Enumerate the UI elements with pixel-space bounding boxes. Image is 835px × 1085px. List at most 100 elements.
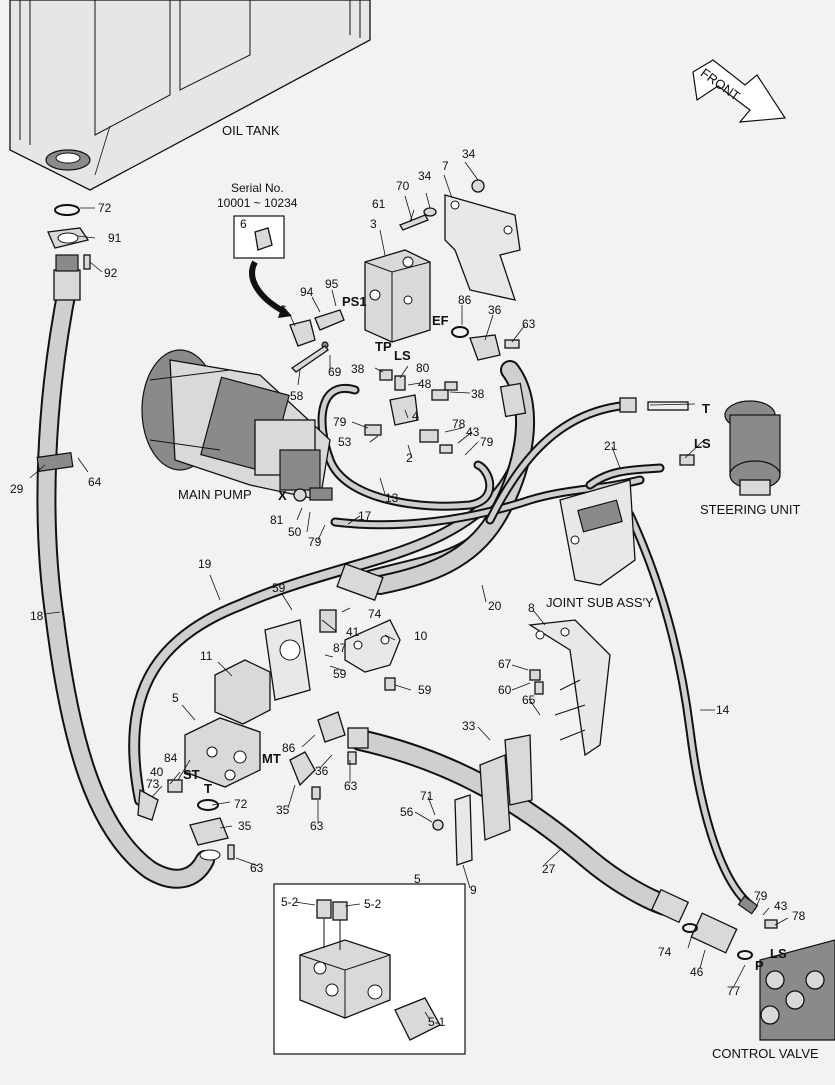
clamp-33 <box>432 734 533 866</box>
callout: 38 <box>471 387 485 401</box>
callout: 34 <box>418 169 432 183</box>
serial-range: 10001 ~ 10234 <box>217 196 298 210</box>
callout: 77 <box>727 984 741 998</box>
callout: 67 <box>498 657 512 671</box>
callout: 60 <box>498 683 512 697</box>
callout: 10 <box>414 629 428 643</box>
callout: 59 <box>333 667 347 681</box>
callout: 84 <box>164 751 178 765</box>
callout: 79 <box>308 535 322 549</box>
port-label: X <box>278 488 287 503</box>
callout: 80 <box>416 361 430 375</box>
hose-13 <box>317 383 495 511</box>
callout: 63 <box>250 861 264 875</box>
callout: 5-2 <box>281 895 299 909</box>
serial-title: Serial No. <box>231 181 284 195</box>
callout: 27 <box>542 862 556 876</box>
callouts: 72 91 92 29 64 18 34 70 34 7 3 61 94 95 … <box>10 147 806 1029</box>
callout: 46 <box>690 965 704 979</box>
block-5 <box>184 717 261 788</box>
port-label: EF <box>432 313 449 328</box>
label-oil-tank: OIL TANK <box>222 123 280 138</box>
callout: 78 <box>792 909 806 923</box>
callout: 29 <box>10 482 24 496</box>
callout: 5 <box>172 691 179 705</box>
callout: 41 <box>346 625 360 639</box>
callout: 9 <box>470 883 477 897</box>
callout: 2 <box>406 451 413 465</box>
callout: 53 <box>338 435 352 449</box>
callout: 3 <box>370 217 377 231</box>
callout: 72 <box>234 797 248 811</box>
detail-title: 5 <box>414 872 421 886</box>
callout: 92 <box>104 266 118 280</box>
callout: 71 <box>420 789 434 803</box>
callout: 74 <box>658 945 672 959</box>
callout: 13 <box>385 491 399 505</box>
front-arrow <box>692 59 787 123</box>
callout: 40 <box>150 765 164 779</box>
hose-17 <box>330 475 645 530</box>
callout: 91 <box>108 231 122 245</box>
block-11 <box>214 619 311 725</box>
port-label: MT <box>262 751 281 766</box>
hose-21 <box>485 400 665 525</box>
callout: 86 <box>458 293 472 307</box>
callout: 43 <box>774 899 788 913</box>
callout: 81 <box>270 513 284 527</box>
hose-14 <box>625 510 759 915</box>
callout: 79 <box>754 889 768 903</box>
callout: 70 <box>396 179 410 193</box>
callout: 61 <box>372 197 386 211</box>
callout: 18 <box>30 609 44 623</box>
port-label: TP <box>375 339 392 354</box>
callout: 63 <box>522 317 536 331</box>
callout: 56 <box>400 805 414 819</box>
callout: 8 <box>528 601 535 615</box>
callout: 19 <box>198 557 212 571</box>
joint-sub-assy <box>559 479 636 586</box>
bracket-7 <box>399 179 521 301</box>
callout: 69 <box>328 365 342 379</box>
callout: 21 <box>604 439 618 453</box>
callout: 38 <box>351 362 365 376</box>
port-label: LS <box>694 436 711 451</box>
label-control-valve: CONTROL VALVE <box>712 1046 819 1061</box>
callout: 5-2 <box>364 897 382 911</box>
callout: 59 <box>418 683 432 697</box>
fittings-upper <box>289 309 520 454</box>
label-steering-unit: STEERING UNIT <box>700 502 800 517</box>
callout: 11 <box>200 649 213 663</box>
callout: 14 <box>716 703 730 717</box>
leader-lines <box>29 125 789 1021</box>
port-label: T <box>204 781 212 796</box>
callout: 64 <box>88 475 102 489</box>
callout: 72 <box>98 201 112 215</box>
label-joint-sub-assy: JOINT SUB ASS'Y <box>546 595 654 610</box>
callout: 35 <box>238 819 252 833</box>
bracket-8 <box>528 619 611 757</box>
callout: 79 <box>333 415 347 429</box>
hose-27 <box>349 729 738 954</box>
callout: 63 <box>310 819 324 833</box>
callout: 6 <box>280 303 287 317</box>
port-labels: PS1 EF TP LS T LS X ST MT T LS P <box>183 294 787 973</box>
callout: 36 <box>315 764 329 778</box>
callout: 5-1 <box>428 1015 446 1029</box>
callout: 50 <box>288 525 302 539</box>
callout: 73 <box>146 777 160 791</box>
callout: 94 <box>300 285 314 299</box>
hose-18 <box>36 254 215 889</box>
callout: 74 <box>368 607 382 621</box>
label-main-pump: MAIN PUMP <box>178 487 252 502</box>
callout: 87 <box>333 641 347 655</box>
valve-block-3 <box>364 249 431 343</box>
port-label: P <box>755 958 764 973</box>
callout: 36 <box>488 303 502 317</box>
callout: 34 <box>462 147 476 161</box>
callout: 48 <box>418 377 432 391</box>
callout: 58 <box>290 389 304 403</box>
port-label: T <box>702 401 710 416</box>
